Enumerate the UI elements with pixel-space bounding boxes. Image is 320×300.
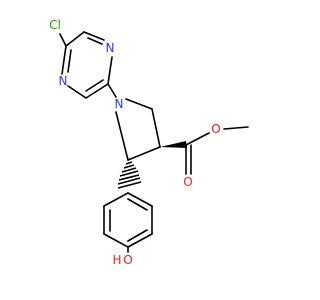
bond [61,45,67,75]
wedge-bond [160,141,187,148]
hash-line [118,174,140,181]
atom-label-n-pyrrolidine: N [115,97,124,111]
hash-line [119,170,139,177]
bond [127,198,148,211]
bond [185,132,210,146]
pyrrolidine-ring [115,98,161,161]
bond [127,233,153,248]
bond [107,83,117,98]
atom-label-o-carbonyl: O [183,175,192,189]
bond [127,229,148,242]
bond [85,79,104,92]
hash-line [117,177,141,185]
bond [103,233,129,248]
bond [115,111,129,161]
hashed-bond [117,158,142,189]
bond [65,31,85,47]
bond [87,37,103,45]
bond [83,31,105,41]
pyrazine-ring [59,31,113,99]
bond [85,83,109,99]
bond [59,33,67,47]
ester-group [160,126,249,175]
atom-label-n-pyrazine-bottom: N [59,74,68,88]
bond [67,85,87,99]
phenol-ring [103,192,153,253]
atom-label-n-pyrazine-top: N [106,41,115,55]
hash-line [117,181,142,189]
hash-line [123,164,135,169]
structure-svg: Cl N N N O O O H [49,18,249,267]
bond [223,126,249,130]
bond [67,49,72,73]
atom-label-cl: Cl [49,18,61,32]
bond [107,56,113,85]
bond [125,98,153,110]
atom-label-o-hydroxyl: O [123,253,132,267]
molecule-diagram: Cl N N N O O O H [49,18,249,267]
hash-line [127,158,131,161]
atom-label-h-hydroxyl: H [112,253,121,267]
hash-line [125,161,133,165]
atom-label-o-ether: O [211,122,220,136]
bond [151,108,161,148]
hash-line [121,167,137,173]
bond [103,192,129,207]
bond [127,192,153,207]
bond [127,146,161,161]
